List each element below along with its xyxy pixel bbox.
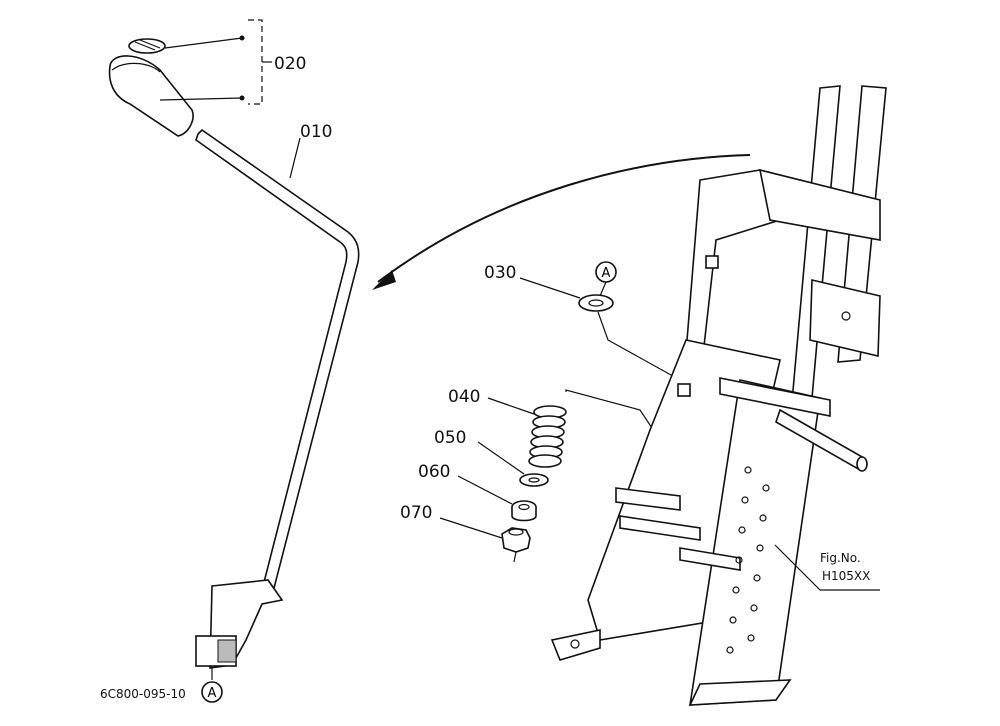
- leader-010: [289, 137, 301, 179]
- leader-040: [487, 397, 535, 415]
- ref-a-bottom-letter: A: [208, 686, 217, 701]
- nut-060-body: [511, 507, 537, 522]
- nut-part-070: [439, 517, 531, 563]
- frame-cross-bar: [719, 377, 831, 417]
- callout-070: 070: [400, 503, 432, 523]
- frame-hole: [732, 586, 740, 594]
- nut-060-hole: [518, 503, 530, 511]
- assembly-line-030: [597, 311, 681, 381]
- leader-030: [519, 277, 581, 299]
- knob-insert-hatch: [134, 41, 156, 51]
- assembly-line-040: [565, 389, 661, 441]
- leader-dot: [239, 35, 245, 41]
- ref-a-top-circle: [595, 261, 617, 283]
- frame-hole: [741, 496, 749, 504]
- callout-030: 030: [484, 263, 516, 283]
- frame-hole: [744, 466, 752, 474]
- callout-060: 060: [418, 462, 450, 482]
- frame-hole: [841, 311, 851, 321]
- callout-040: 040: [448, 387, 480, 407]
- frame-upright-back: [789, 85, 841, 425]
- washer-030: [578, 294, 614, 312]
- frame-foot-left: [550, 629, 601, 661]
- washer-030-hole: [588, 299, 604, 307]
- washer-050-hole: [528, 477, 540, 483]
- frame-hole: [753, 574, 761, 582]
- lever-foot-pad: [217, 639, 237, 663]
- frame-tab: [679, 547, 741, 571]
- lever-part-010: [195, 128, 360, 680]
- lever-rod: [195, 128, 360, 593]
- frame-side-plate: [809, 278, 881, 358]
- fig-number: H105XX: [822, 569, 870, 583]
- ref-a-bottom-circle: [201, 681, 223, 703]
- spring-coil: [528, 454, 562, 468]
- leader-020-insert: [164, 37, 243, 49]
- leader-060: [457, 475, 513, 505]
- frame-hole: [738, 526, 746, 534]
- frame-tab: [615, 487, 681, 511]
- bracket-020: [248, 19, 263, 105]
- spring-part-040: [487, 389, 661, 468]
- leader-020-knob: [159, 97, 243, 101]
- frame-hole: [756, 544, 764, 552]
- leader-ref-a-top: [599, 281, 607, 297]
- leader-dot: [239, 95, 245, 101]
- knob-part-020: [108, 19, 272, 137]
- knob-insert: [128, 38, 166, 54]
- callout-050: 050: [434, 428, 466, 448]
- drawing-code: 6C800-095-10: [100, 687, 186, 701]
- nut-070: [501, 527, 531, 553]
- frame-bolt: [705, 255, 719, 269]
- frame-hole: [729, 616, 737, 624]
- washer-part-050: [477, 441, 549, 487]
- knob-top-edge: [111, 62, 161, 73]
- callout-010: 010: [300, 122, 332, 142]
- axis-line-070: [513, 551, 517, 563]
- leader-050: [477, 441, 525, 475]
- frame-bolt: [677, 383, 691, 397]
- frame-top-plate: [758, 168, 881, 241]
- frame-hole: [759, 514, 767, 522]
- assembly-arrow: [377, 154, 751, 283]
- nut-part-060: [457, 475, 537, 522]
- callout-020: 020: [274, 54, 306, 74]
- knob-grip: [108, 55, 194, 137]
- frame-hole: [735, 556, 743, 564]
- frame-hole: [750, 604, 758, 612]
- nut-070-hole: [508, 528, 524, 536]
- washer-050: [519, 473, 549, 487]
- arrow-head: [372, 270, 396, 290]
- frame-hole: [726, 646, 734, 654]
- frame-foot: [688, 679, 792, 706]
- washer-part-030: [519, 277, 681, 381]
- leader-070: [439, 517, 503, 539]
- frame-hole: [747, 634, 755, 642]
- knob-insert-hatch: [139, 39, 161, 49]
- fig-label: Fig.No.: [820, 551, 861, 565]
- ref-a-bottom: A: [201, 681, 223, 703]
- frame-hole: [762, 484, 770, 492]
- frame-hole: [570, 639, 580, 649]
- ref-a-top-letter: A: [602, 266, 611, 281]
- leader-fig-no: [774, 544, 821, 591]
- frame-assembly: [550, 85, 887, 706]
- frame-tab: [619, 515, 701, 541]
- frame-pin-end: [856, 456, 868, 472]
- ref-a-top: A: [595, 261, 617, 283]
